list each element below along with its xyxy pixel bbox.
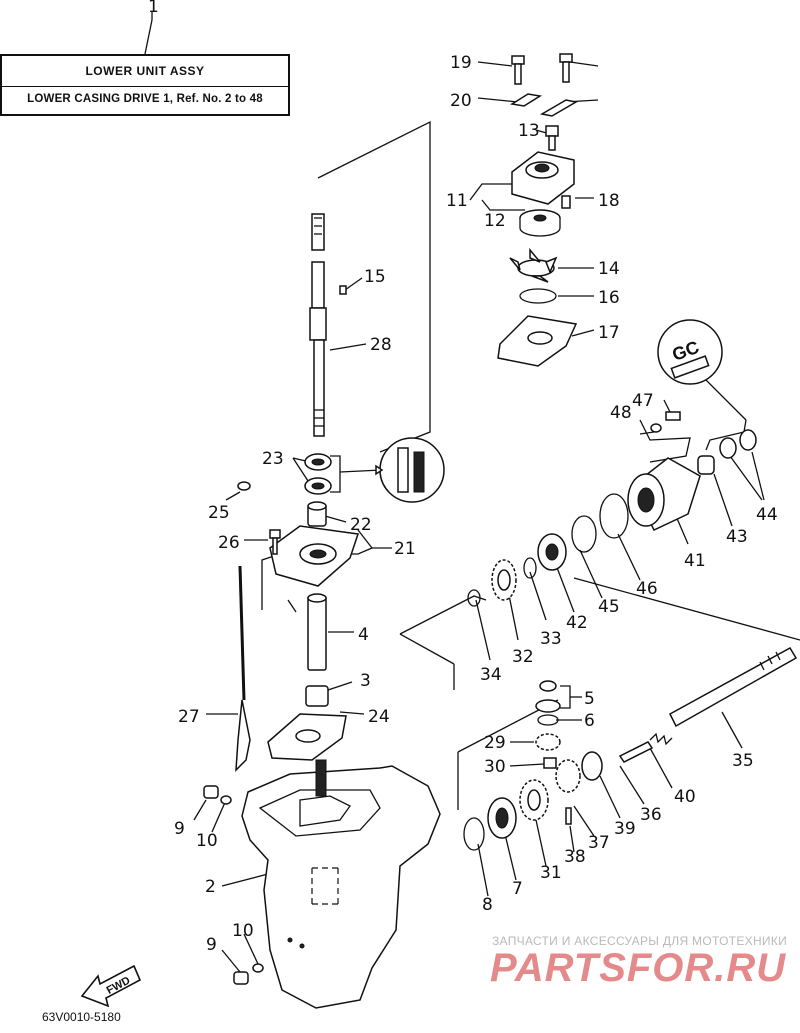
title-divider bbox=[2, 86, 288, 87]
water-tube-4 bbox=[307, 595, 327, 671]
leader-lines bbox=[144, 12, 800, 973]
callout-46: 46 bbox=[636, 579, 658, 599]
callout-labels: 1234567899101011121314151617181920212223… bbox=[148, 0, 778, 955]
callout-21: 21 bbox=[394, 539, 416, 559]
callout-37: 37 bbox=[588, 833, 610, 853]
circlip-34 bbox=[467, 589, 481, 607]
watermark-tagline: ЗАПЧАСТИ И АКСЕССУАРЫ ДЛЯ МОТОТЕХНИКИ bbox=[492, 934, 788, 948]
callout-40: 40 bbox=[674, 787, 696, 807]
shift-rod-27 bbox=[235, 699, 251, 772]
callout-15: 15 bbox=[364, 267, 386, 287]
lower-casing-2 bbox=[241, 765, 441, 1009]
water-pump-group bbox=[497, 53, 579, 367]
callout-29: 29 bbox=[484, 733, 506, 753]
callout-16: 16 bbox=[598, 288, 620, 308]
callout-28: 28 bbox=[370, 335, 392, 355]
gear-group bbox=[463, 319, 798, 851]
title-box: LOWER UNIT ASSY LOWER CASING DRIVE 1, Re… bbox=[0, 54, 290, 116]
callout-36: 36 bbox=[640, 805, 662, 825]
callout-11: 11 bbox=[446, 191, 468, 211]
callout-41: 41 bbox=[684, 551, 706, 571]
callout-43: 43 bbox=[726, 527, 748, 547]
lower-casing-group bbox=[203, 759, 441, 1009]
bolt-19-right bbox=[559, 53, 573, 63]
seal-detail-callout bbox=[379, 437, 445, 503]
callout-34: 34 bbox=[480, 665, 502, 685]
callout-45: 45 bbox=[598, 597, 620, 617]
drive-shaft-28 bbox=[313, 339, 325, 437]
bolt-19-left bbox=[511, 55, 525, 65]
callout-13: 13 bbox=[518, 121, 540, 141]
callout-26: 26 bbox=[218, 533, 240, 553]
callout-9: 9 bbox=[206, 935, 217, 955]
plate-20-left bbox=[509, 93, 543, 107]
callout-44: 44 bbox=[756, 505, 778, 525]
callout-39: 39 bbox=[614, 819, 636, 839]
callout-42: 42 bbox=[566, 613, 588, 633]
fwd-label: FWD bbox=[105, 975, 133, 997]
callout-20: 20 bbox=[450, 91, 472, 111]
callout-25: 25 bbox=[208, 503, 230, 523]
callout-31: 31 bbox=[540, 863, 562, 883]
callout-8: 8 bbox=[482, 895, 493, 915]
diagram-code: 63V0010-5180 bbox=[42, 1010, 121, 1024]
fwd-arrow-icon: FWD bbox=[80, 964, 142, 1008]
callout-23: 23 bbox=[262, 449, 284, 469]
drive-shaft-top bbox=[311, 213, 325, 251]
drive-shaft-mid bbox=[311, 261, 325, 309]
bolt-19-left-shank bbox=[514, 63, 522, 85]
callout-12: 12 bbox=[484, 211, 506, 231]
bolt-19-right-shank bbox=[562, 61, 570, 83]
title-line-2: LOWER CASING DRIVE 1, Ref. No. 2 to 48 bbox=[27, 93, 263, 105]
callout-24: 24 bbox=[368, 707, 390, 727]
callout-47: 47 bbox=[632, 391, 654, 411]
callout-9: 9 bbox=[174, 819, 185, 839]
callout-1: 1 bbox=[148, 0, 159, 17]
watermark-logo: PARTSFOR.RU bbox=[490, 946, 787, 990]
callout-10: 10 bbox=[196, 831, 218, 851]
callout-7: 7 bbox=[512, 879, 523, 899]
callout-5: 5 bbox=[584, 689, 595, 709]
callout-30: 30 bbox=[484, 757, 506, 777]
callout-17: 17 bbox=[598, 323, 620, 343]
callout-38: 38 bbox=[564, 847, 586, 867]
callout-6: 6 bbox=[584, 711, 595, 731]
callout-48: 48 bbox=[610, 403, 632, 423]
callout-18: 18 bbox=[598, 191, 620, 211]
callout-32: 32 bbox=[512, 647, 534, 667]
plate-20-right bbox=[539, 99, 579, 117]
callout-19: 19 bbox=[450, 53, 472, 73]
drive-shaft-collar bbox=[309, 307, 327, 341]
callout-27: 27 bbox=[178, 707, 200, 727]
callout-14: 14 bbox=[598, 259, 620, 279]
oring-16 bbox=[519, 288, 557, 304]
callout-3: 3 bbox=[360, 671, 371, 691]
impeller-14 bbox=[509, 247, 558, 283]
bolt-13 bbox=[545, 125, 559, 137]
callout-33: 33 bbox=[540, 629, 562, 649]
propeller-shaft-35 bbox=[669, 646, 798, 728]
callout-4: 4 bbox=[358, 625, 369, 645]
callout-10: 10 bbox=[232, 921, 254, 941]
driveshaft-group bbox=[235, 213, 445, 772]
callout-35: 35 bbox=[732, 751, 754, 771]
callout-22: 22 bbox=[350, 515, 372, 535]
title-line-1: LOWER UNIT ASSY bbox=[85, 64, 205, 78]
grommet-3 bbox=[305, 685, 329, 707]
callout-2: 2 bbox=[205, 877, 216, 897]
